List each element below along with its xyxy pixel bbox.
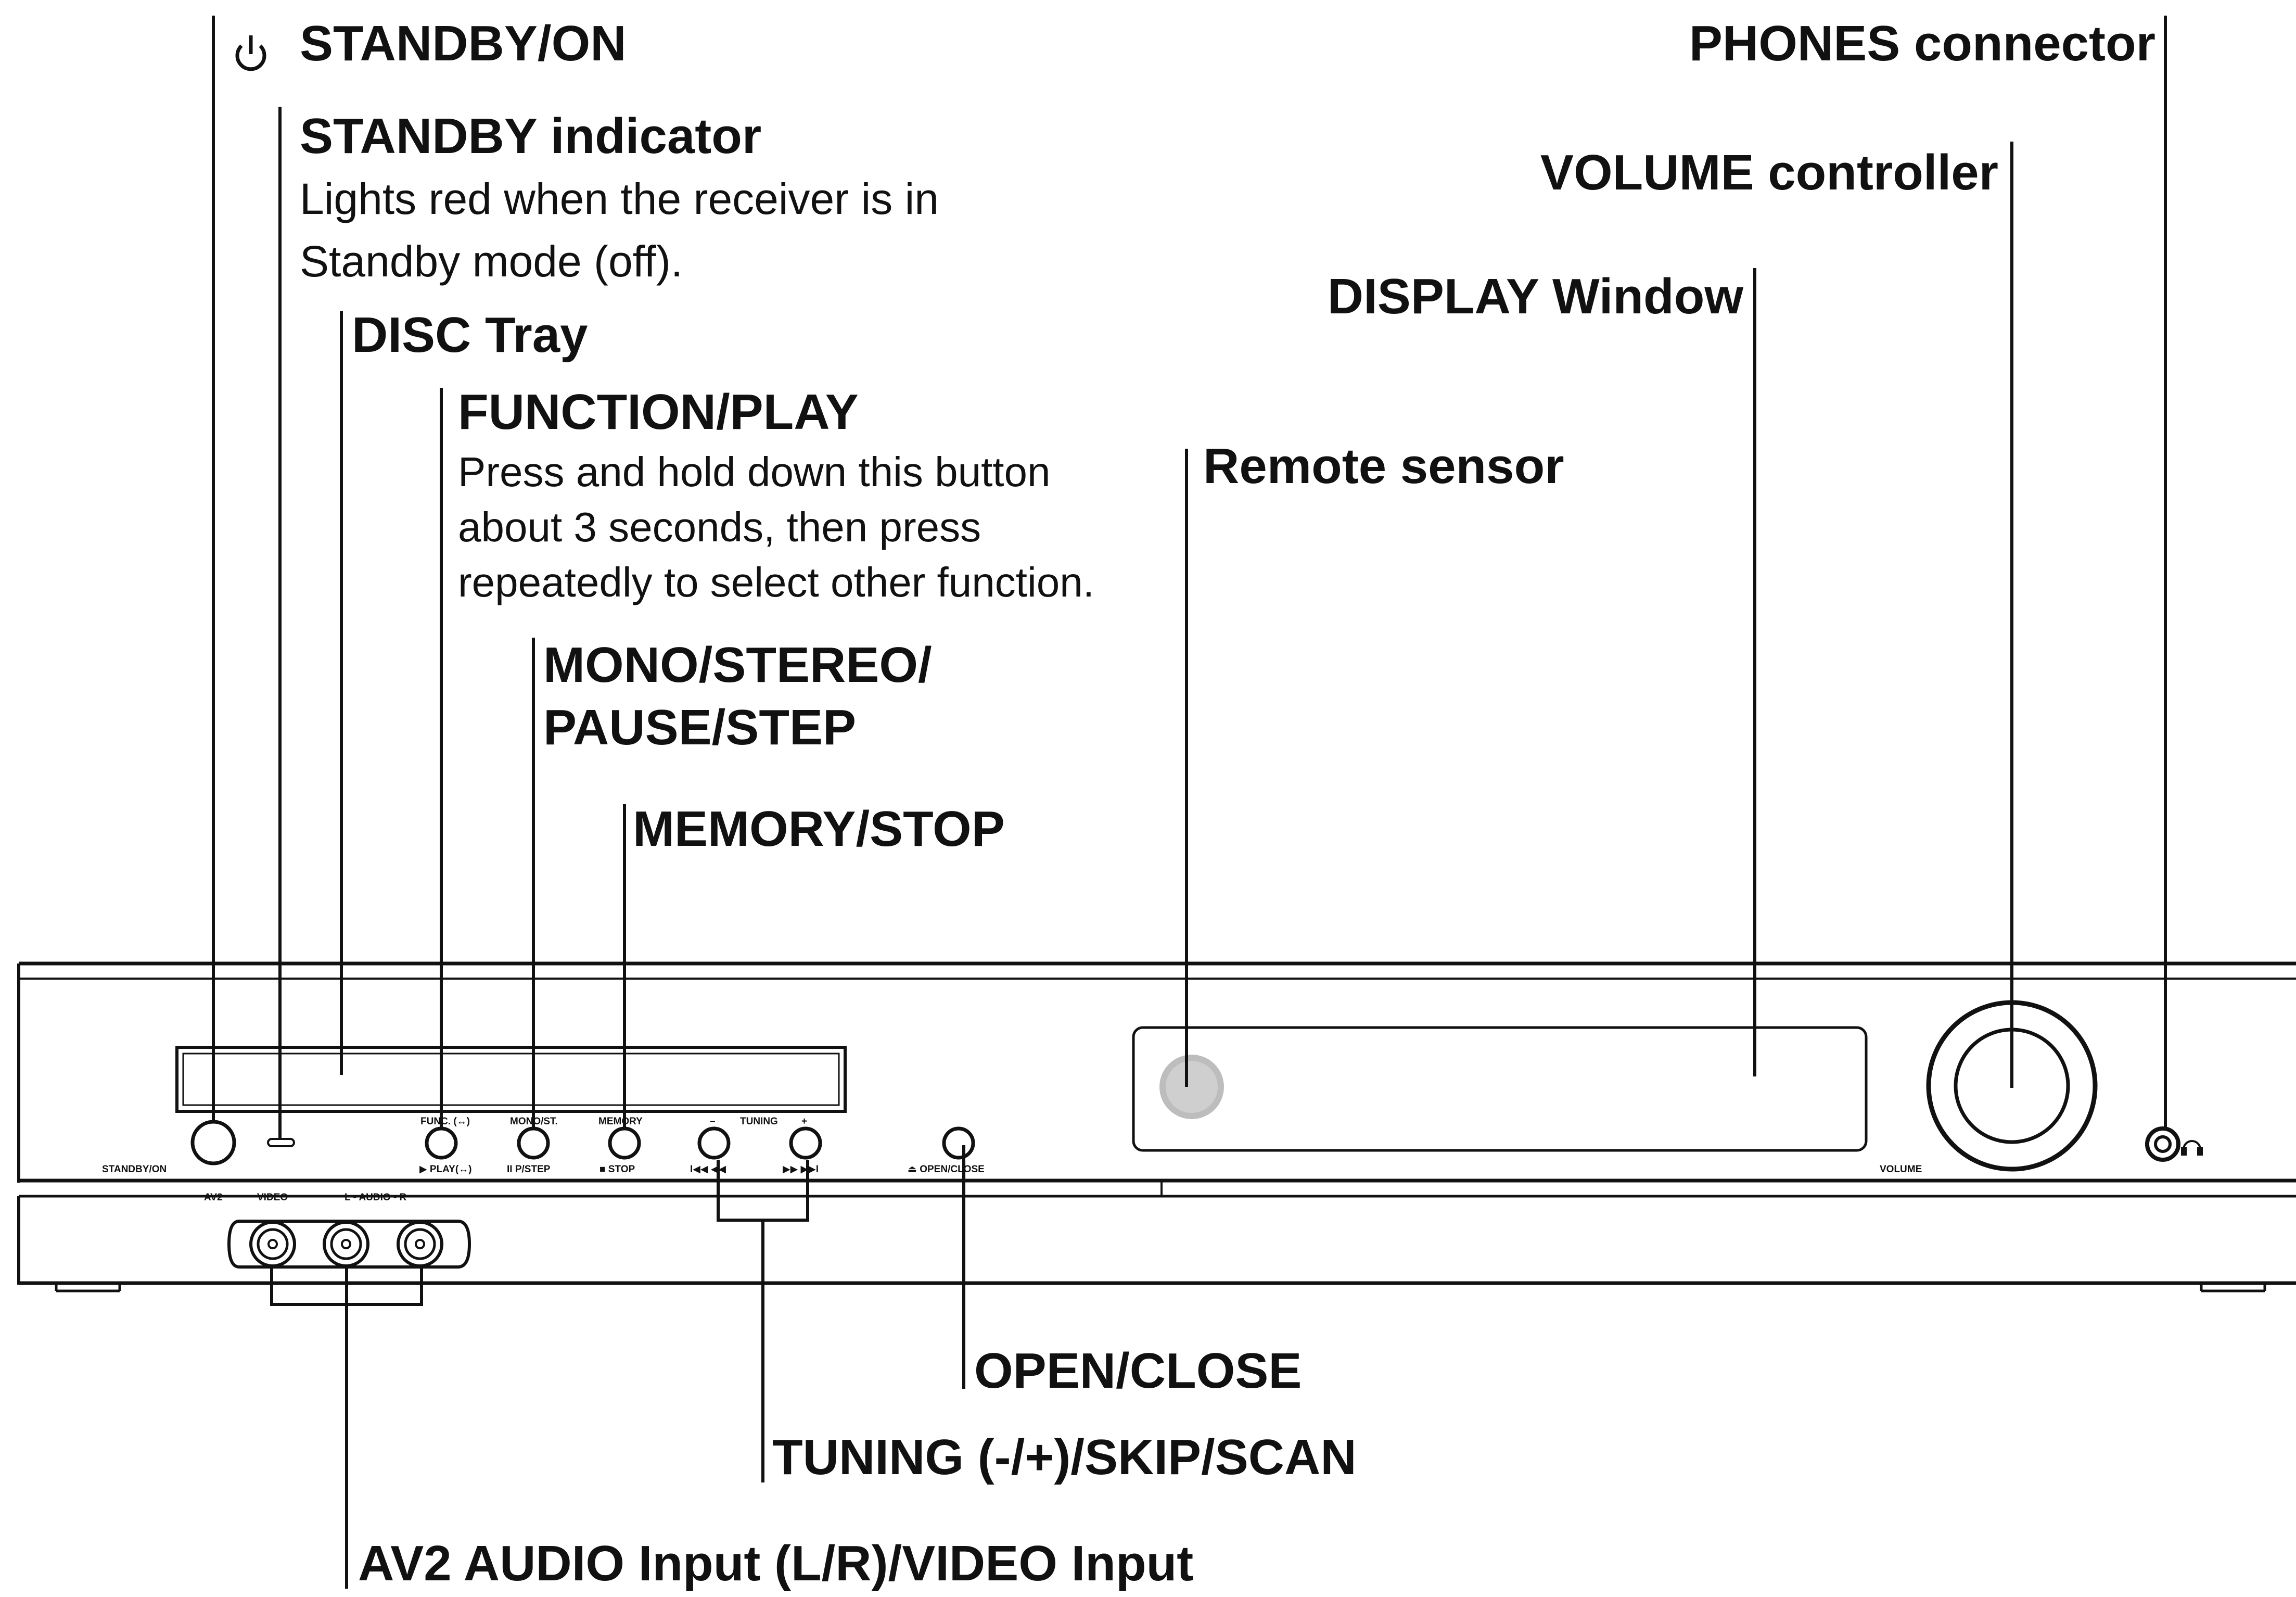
tuning-plus-button[interactable] [789, 1126, 822, 1160]
function-play-button[interactable] [425, 1126, 458, 1160]
callout-phones-connector: PHONES connector [1689, 16, 2155, 71]
callout-standby-on: STANDBY/ON [300, 16, 627, 71]
callout-standby-indicator: STANDBY indicator [300, 108, 762, 164]
receiver-body [17, 961, 2296, 1292]
tuning-minus-button[interactable] [697, 1126, 731, 1160]
mono-stereo-button[interactable] [517, 1126, 550, 1160]
callout-function-play-desc-3: repeatedly to select other function. [458, 559, 1094, 605]
callout-standby-indicator-desc-1: Lights red when the receiver is in [300, 174, 939, 223]
panel-label-skip-fwd: ▶▶ ▶▶I [783, 1164, 819, 1175]
headphones-icon [2181, 1140, 2203, 1156]
panel-label-skip-back: I◀◀ ◀◀ [690, 1164, 726, 1175]
panel-label-volume: VOLUME [1880, 1164, 1922, 1175]
callout-display-window: DISPLAY Window [1327, 269, 1743, 324]
callout-tuning: TUNING (-/+)/SKIP/SCAN [772, 1429, 1357, 1485]
power-icon [235, 35, 266, 71]
callout-av2-input: AV2 AUDIO Input (L/R)/VIDEO Input [358, 1536, 1194, 1591]
panel-label-av2: AV2 [204, 1192, 223, 1203]
panel-label-tuning-minus: – [710, 1116, 716, 1127]
callout-remote-sensor: Remote sensor [1203, 438, 1564, 494]
panel-label-pause-step: II P/STEP [507, 1164, 551, 1175]
callout-function-play-desc-2: about 3 seconds, then press [458, 504, 981, 550]
callout-open-close: OPEN/CLOSE [974, 1343, 1302, 1399]
disc-tray[interactable] [175, 1046, 847, 1113]
standby-on-button[interactable] [190, 1120, 236, 1165]
callout-function-play: FUNCTION/PLAY [458, 384, 859, 440]
callout-volume-controller: VOLUME controller [1540, 145, 1998, 200]
phones-jack[interactable] [2145, 1126, 2180, 1162]
panel-label-memory: MEMORY [598, 1116, 643, 1127]
av2-input-panel [227, 1220, 471, 1269]
panel-label-standby-on: STANDBY/ON [102, 1164, 167, 1175]
open-close-button[interactable] [942, 1126, 975, 1160]
remote-sensor [1159, 1055, 1224, 1119]
callout-standby-indicator-desc-2: Standby mode (off). [300, 237, 683, 286]
video-input-jack[interactable] [249, 1221, 296, 1268]
callout-mono-stereo-2: PAUSE/STEP [543, 700, 857, 755]
callout-memory-stop: MEMORY/STOP [633, 801, 1005, 857]
leader-lines [212, 16, 2167, 1589]
panel-label-audio-lr: L - AUDIO - R [345, 1192, 407, 1203]
panel-label-play: ▶ PLAY(↔) [419, 1164, 471, 1175]
panel-label-video: VIDEO [257, 1192, 288, 1203]
callout-disc-tray: DISC Tray [352, 307, 588, 363]
panel-label-open-close: ⏏ OPEN/CLOSE [908, 1164, 985, 1175]
panel-label-tuning-plus: + [801, 1116, 807, 1127]
panel-label-stop: ■ STOP [599, 1164, 635, 1175]
callout-mono-stereo-1: MONO/STEREO/ [543, 637, 932, 693]
memory-stop-button[interactable] [608, 1126, 641, 1160]
callout-function-play-desc-1: Press and hold down this button [458, 449, 1051, 495]
audio-left-input-jack[interactable] [323, 1221, 369, 1268]
panel-label-func: FUNC. (↔) [420, 1116, 470, 1127]
audio-right-input-jack[interactable] [397, 1221, 443, 1268]
display-window [1132, 1026, 1868, 1152]
standby-indicator-led [267, 1138, 295, 1147]
panel-label-tuning: TUNING [740, 1116, 778, 1127]
